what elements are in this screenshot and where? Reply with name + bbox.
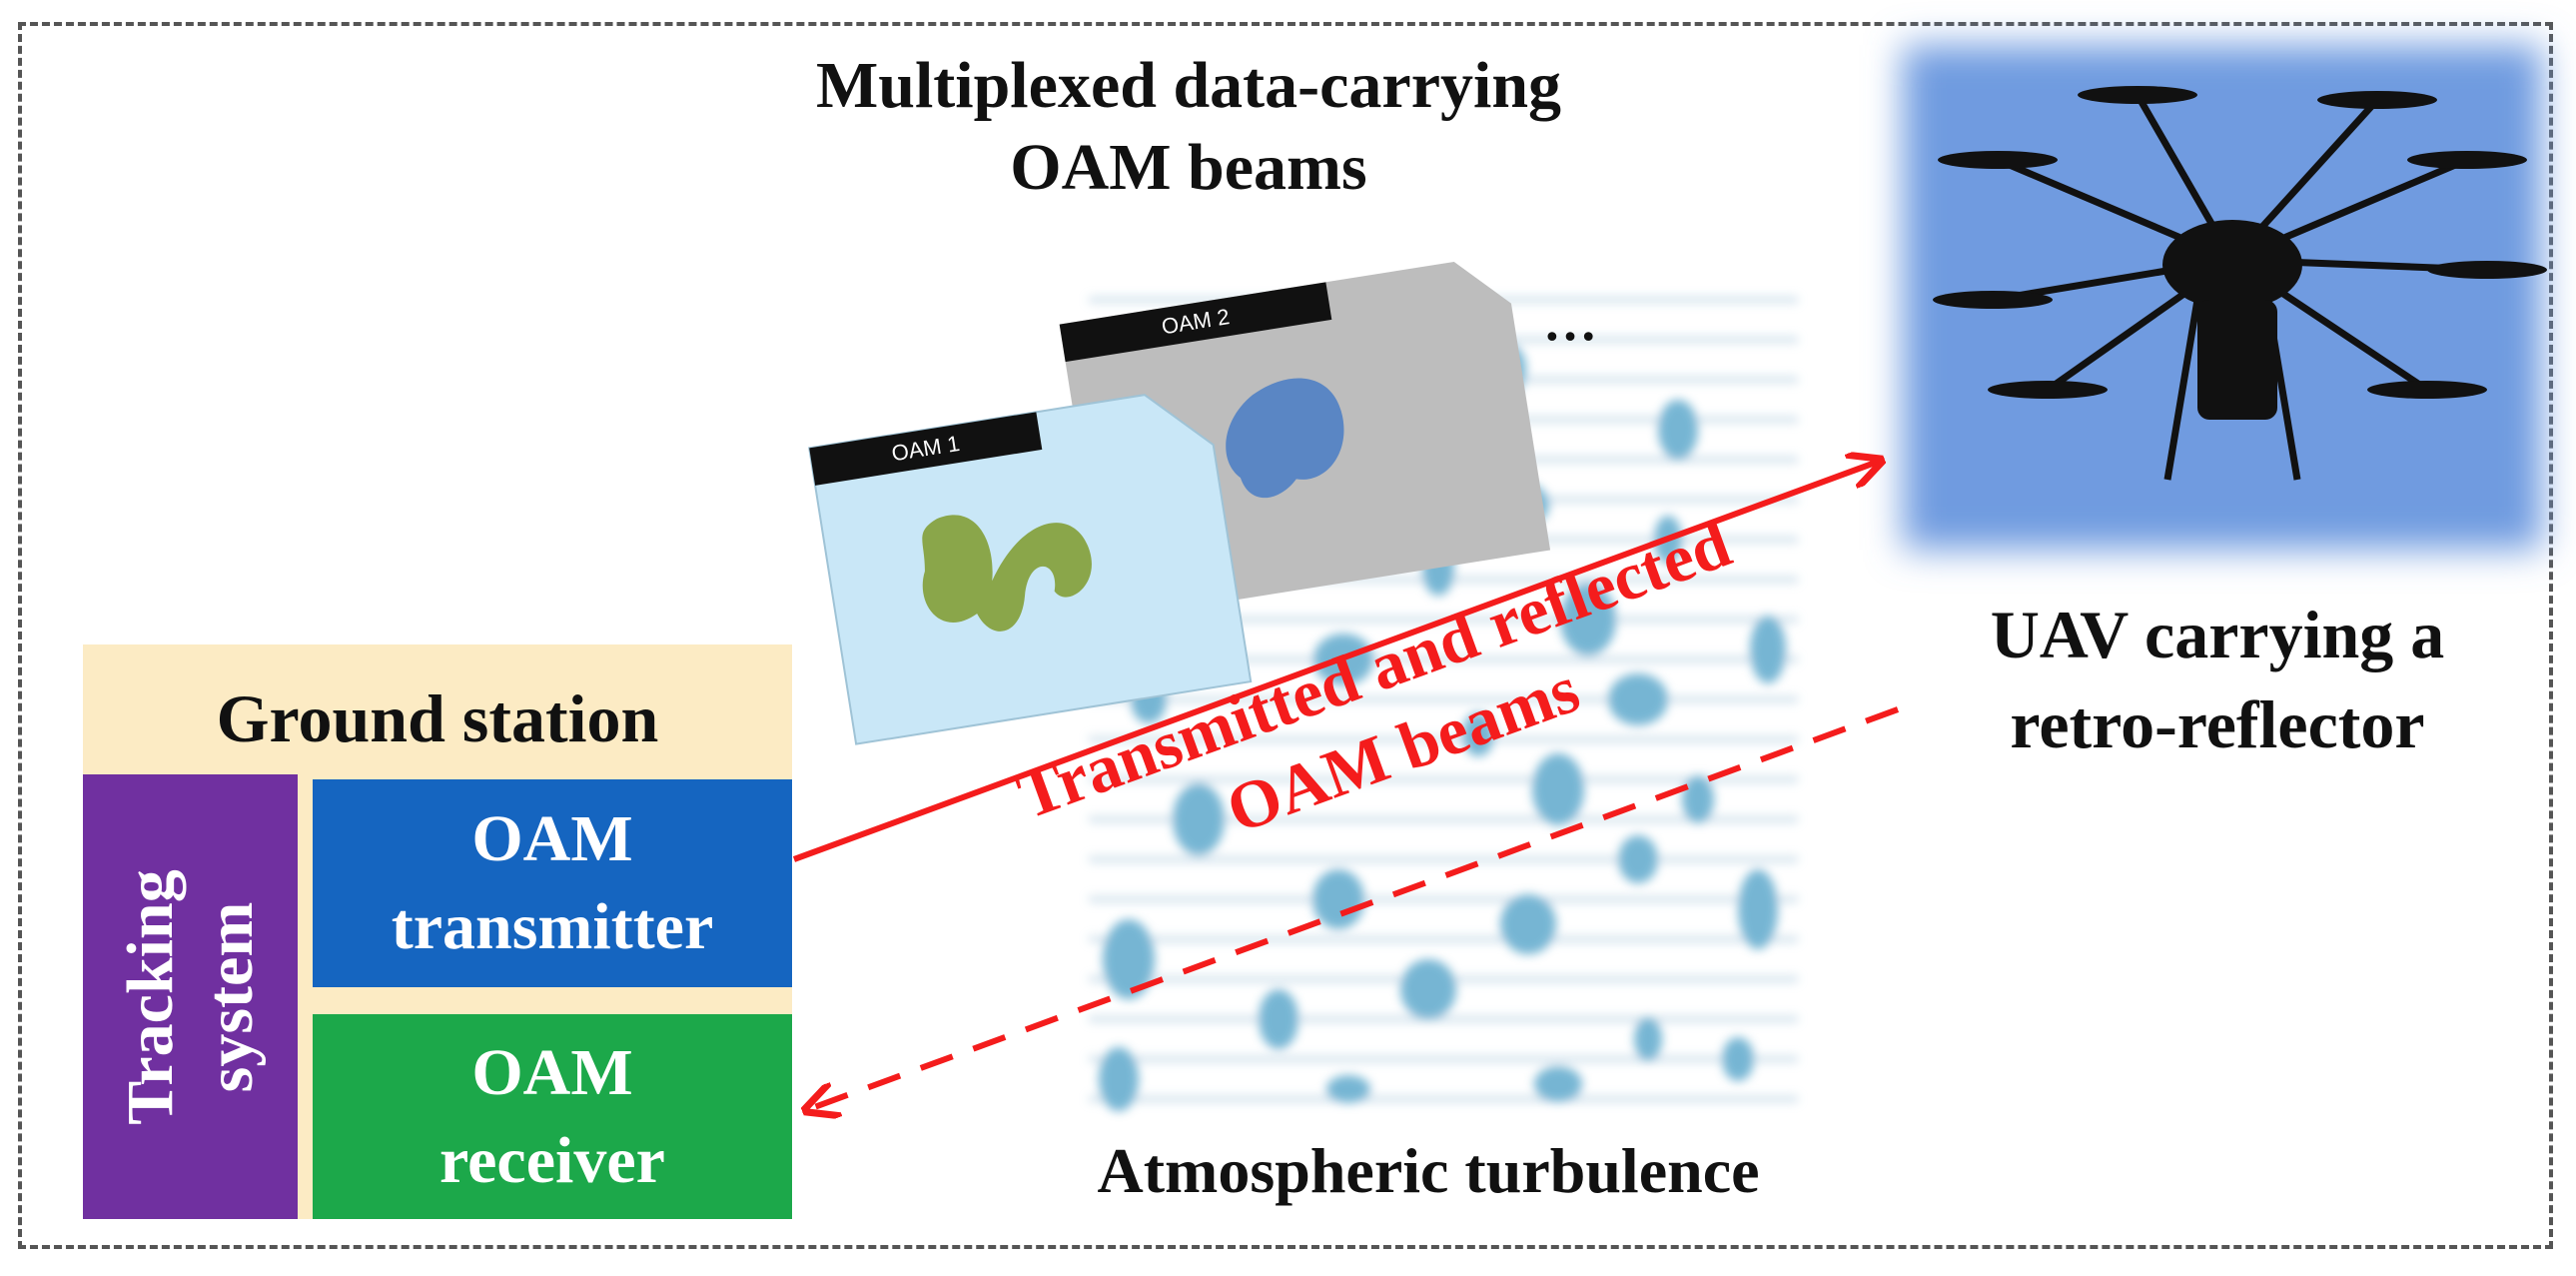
oam-transmitter-block: OAM transmitter — [313, 779, 792, 987]
title-line2: OAM beams — [1010, 131, 1367, 204]
transmitted-beam-arrow — [792, 462, 1878, 862]
reflected-beam-arrow — [809, 706, 1900, 1109]
figure-frame — [18, 22, 2553, 1249]
figure-title: Multiplexed data-carrying OAM beams — [739, 45, 1638, 209]
oam-card-2-tab — [1059, 282, 1332, 363]
oam-card-1: OAM 1 — [808, 394, 1253, 745]
receiver-line1: OAM — [471, 1035, 633, 1109]
transmitter-line2: transmitter — [391, 890, 714, 963]
tracking-system-block: Tracking system — [83, 774, 298, 1219]
transmitter-line1: OAM — [471, 802, 633, 875]
atmosphere-label: Atmospheric turbulence — [1097, 1135, 1760, 1206]
tracking-line1: Tracking — [113, 868, 187, 1125]
uav-label: UAV carrying a retro-reflector — [1898, 590, 2537, 769]
title-line1: Multiplexed data-carrying — [815, 49, 1562, 122]
oam-card-1-tab — [809, 412, 1043, 486]
receiver-line2: receiver — [439, 1123, 665, 1197]
ground-station-title: Ground station — [216, 680, 659, 756]
uav-photo — [1903, 45, 2547, 550]
uav-label-line1: UAV carrying a — [1990, 597, 2445, 672]
oam-receiver-block: OAM receiver — [313, 1014, 792, 1219]
tracking-line2: system — [193, 901, 267, 1092]
more-beams-ellipsis: … — [1543, 292, 1597, 352]
uav-label-line2: retro-reflector — [2010, 686, 2425, 762]
